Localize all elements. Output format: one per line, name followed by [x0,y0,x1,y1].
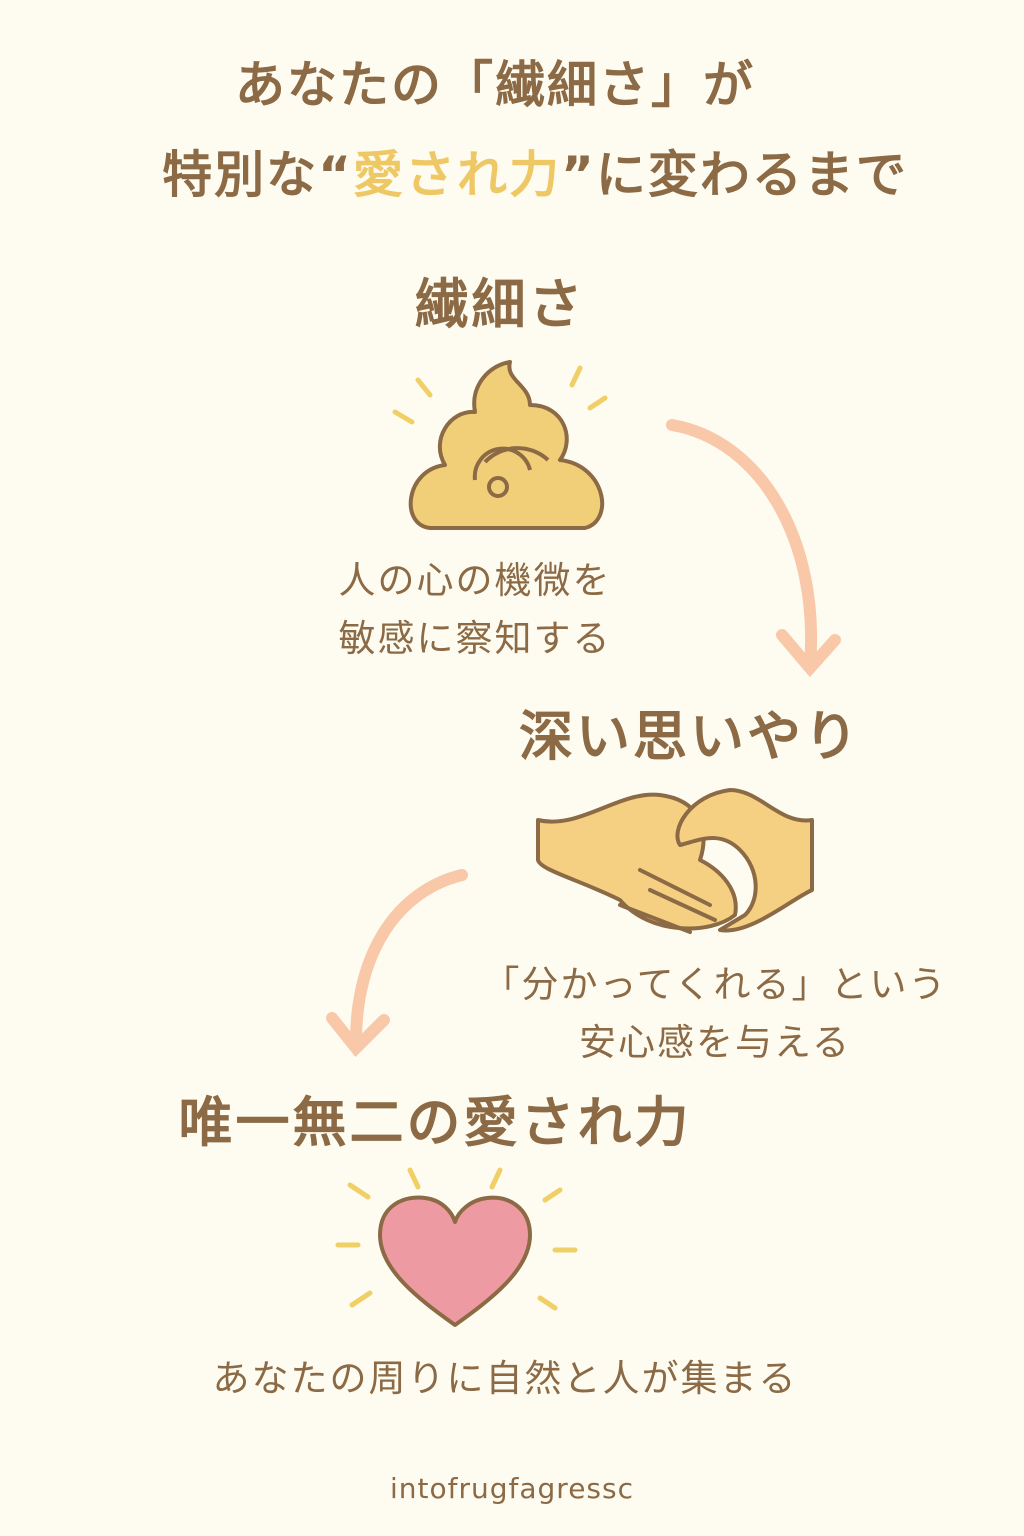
title-line-1: あなたの「繊細さ」が [235,56,755,114]
step-3-desc: あなたの周りに自然と人が集まる [212,1357,798,1400]
step-2-heading: 深い思いやり [519,705,861,768]
heart-icon [378,1195,532,1327]
title-line-2: 特別な“愛され力”に変わるまで [162,135,908,207]
handshake-icon [536,788,814,934]
sparkle-rays-1 [392,365,608,425]
sparkle-rays-3 [335,1167,578,1311]
title-suffix: ”に変わるまで [561,146,908,204]
footer-text: intofrugfagressc [389,1472,635,1505]
swirl-blob-icon [408,360,605,530]
step-1-desc-line-2: 敏感に察知する [338,617,612,660]
arrow-2 [326,869,468,1057]
step-2-desc-line-2: 安心感を与える [579,1021,851,1064]
step-1-desc-line-1: 人の心の機微を [338,559,612,602]
step-1-heading: 繊細さ [414,273,586,336]
step-2-desc: 「分かってくれる」という 安心感を与える [482,956,947,1072]
step-1-desc: 人の心の機微を 敏感に察知する [339,552,612,668]
arrow-1 [666,419,841,678]
step-2-desc-line-1: 「分かってくれる」という [482,963,948,1006]
title-highlight: 愛され力 [353,146,561,204]
title-prefix: 特別な“ [162,146,353,204]
step-3-heading: 唯一無二の愛され力 [178,1091,692,1154]
